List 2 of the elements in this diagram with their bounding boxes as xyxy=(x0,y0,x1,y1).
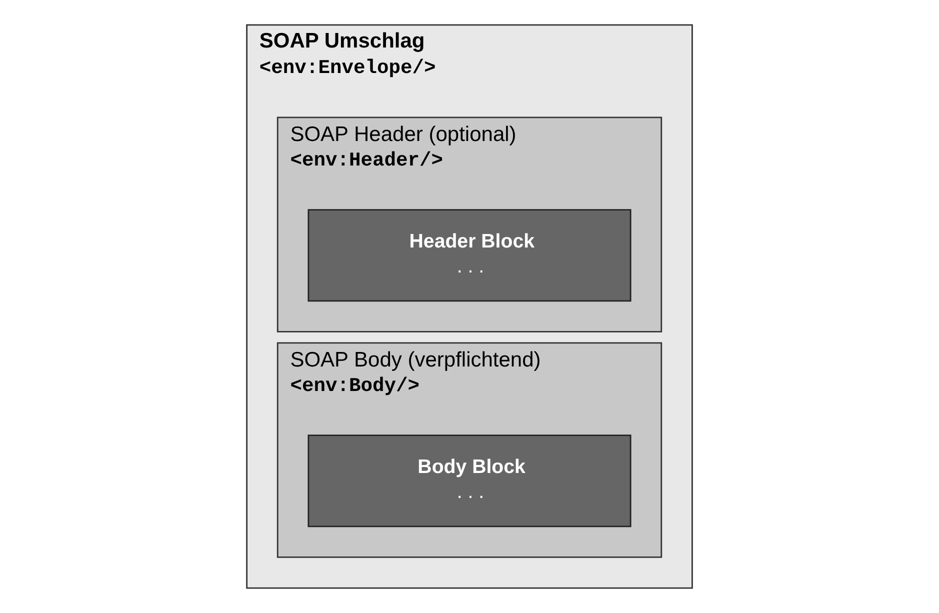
node-box: Body Block . . . xyxy=(308,434,632,528)
node-box: Header Block . . . xyxy=(308,209,632,302)
